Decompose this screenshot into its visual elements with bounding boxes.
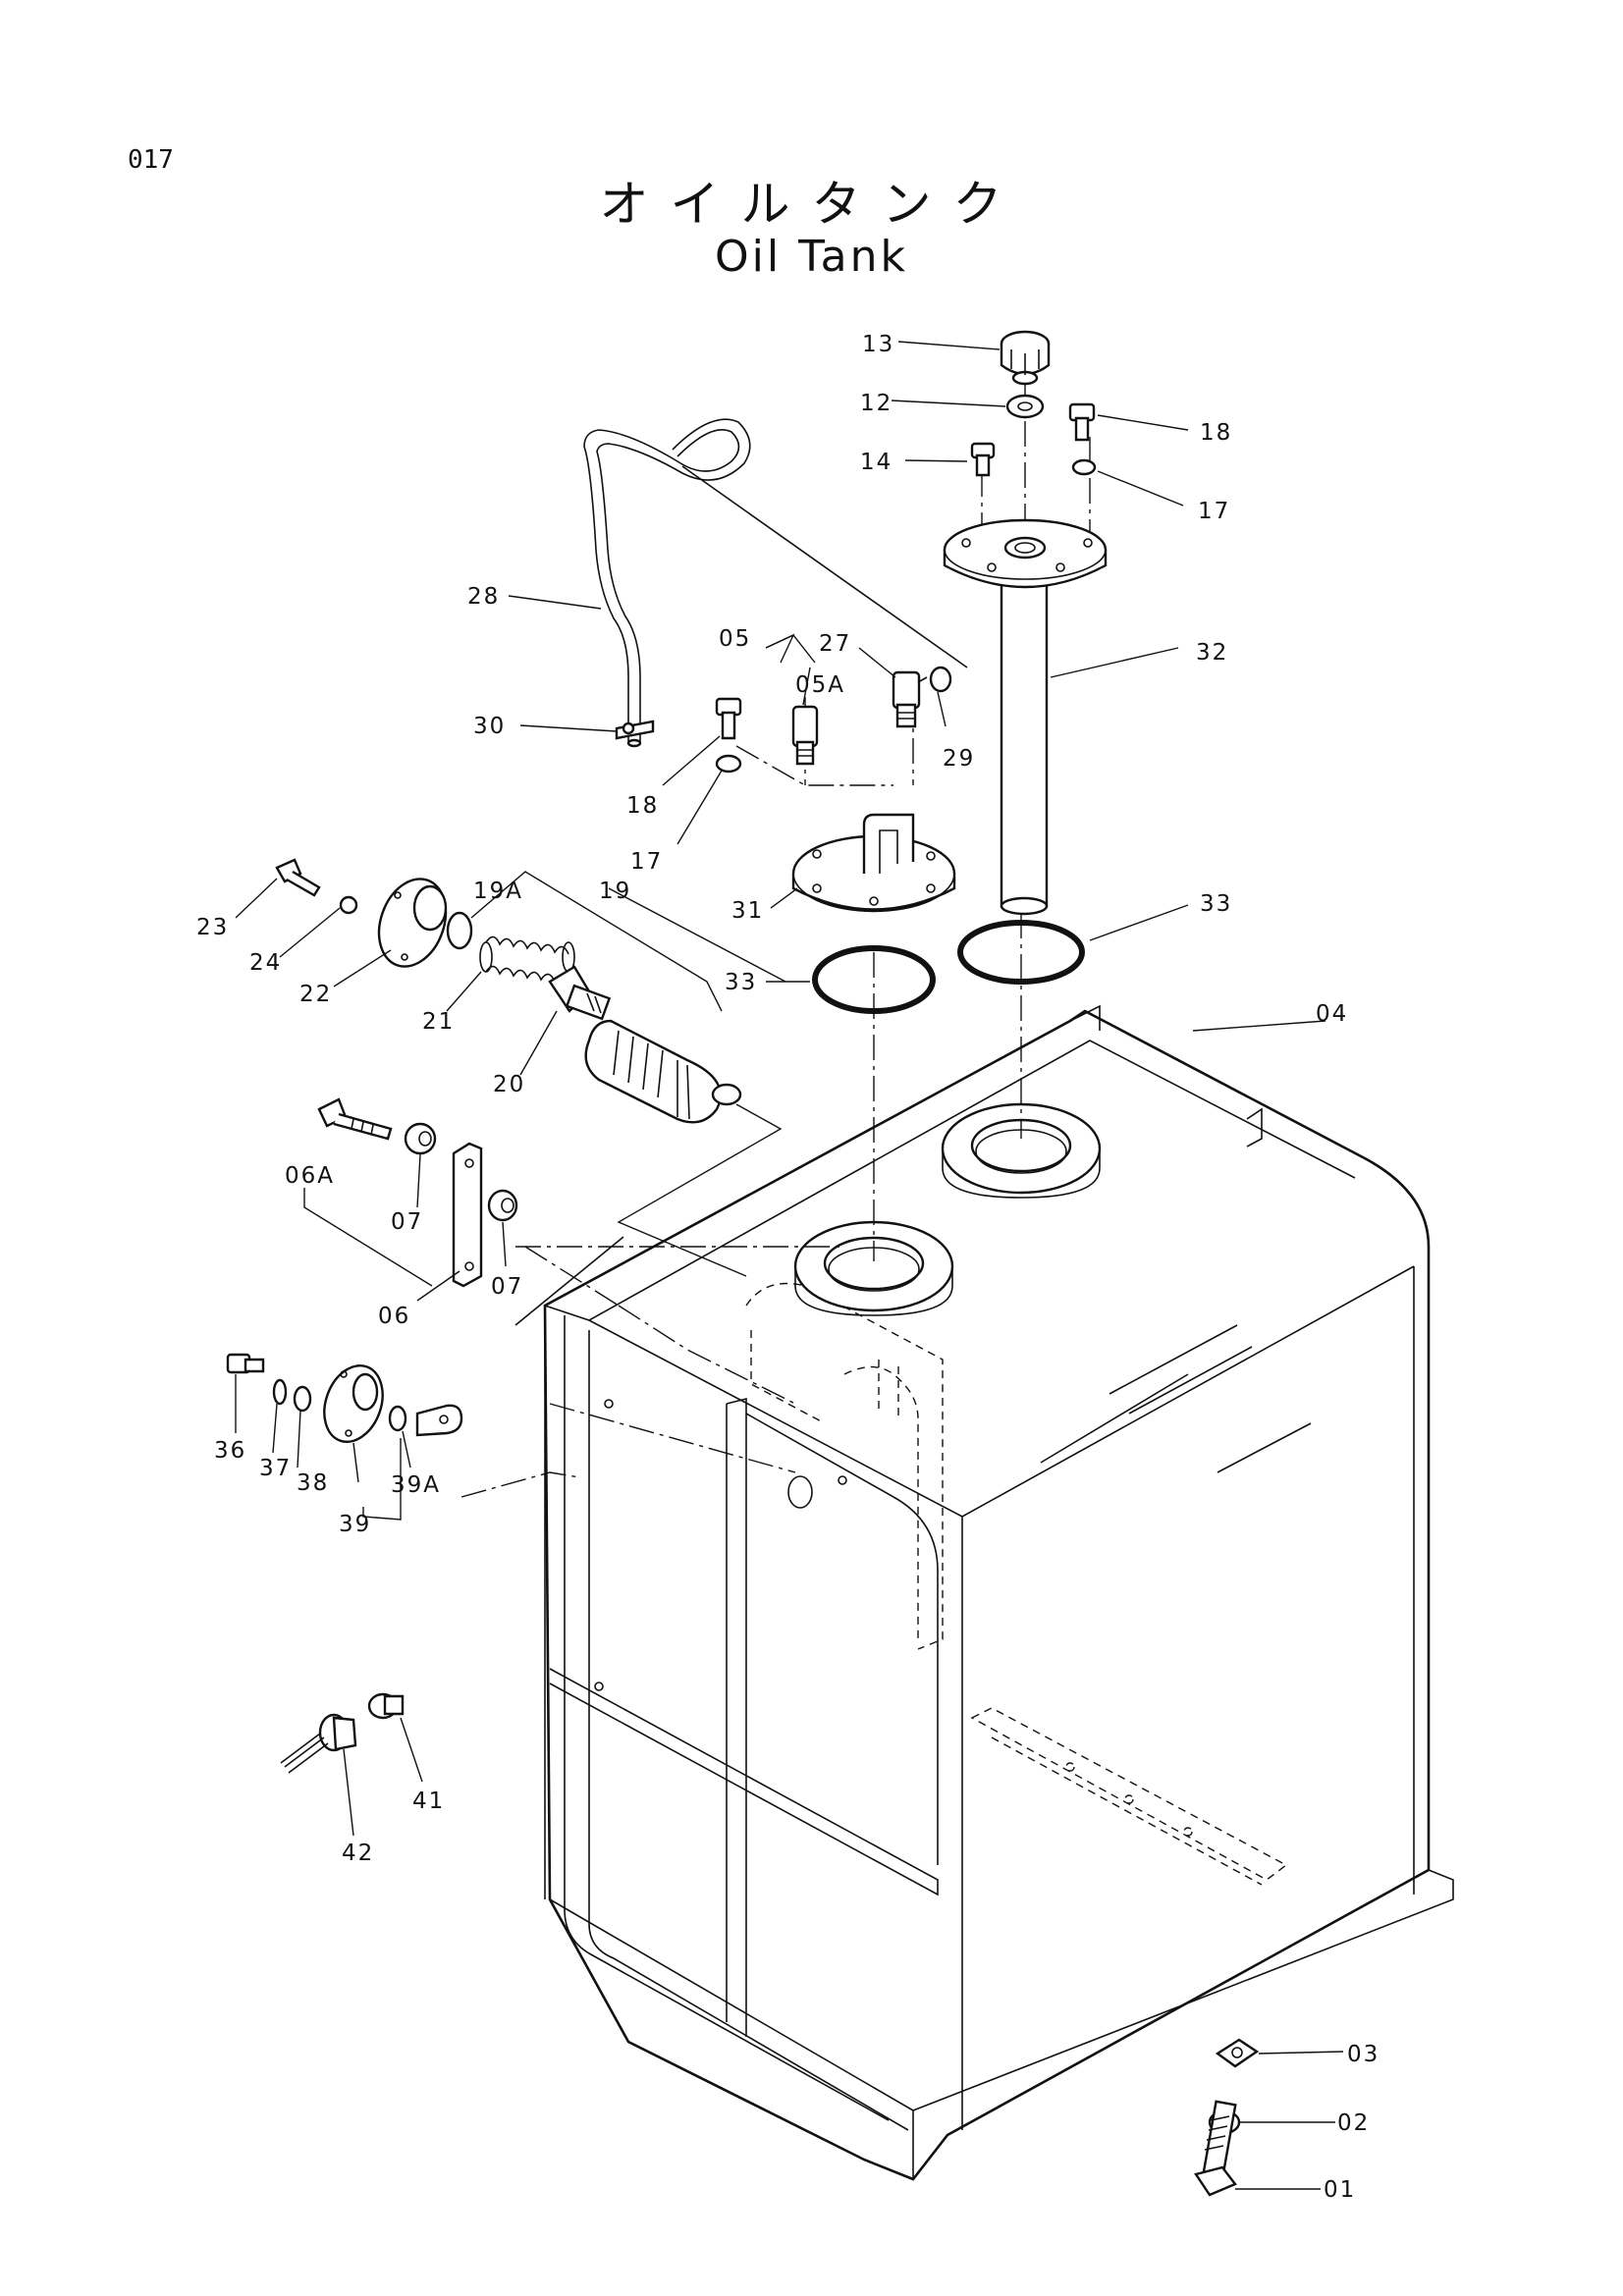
label-24: 24 bbox=[249, 950, 282, 976]
part-24-washer bbox=[341, 897, 356, 913]
part-23-bolt bbox=[277, 860, 319, 895]
label-17-lower: 17 bbox=[630, 849, 663, 875]
part-18-bolt-upper bbox=[1070, 404, 1094, 440]
label-06a: 06A bbox=[285, 1163, 335, 1189]
title-english: Oil Tank bbox=[715, 232, 908, 282]
label-29: 29 bbox=[943, 746, 975, 772]
label-07-right: 07 bbox=[491, 1274, 523, 1300]
label-38: 38 bbox=[297, 1470, 329, 1496]
part-03-plate bbox=[1217, 2040, 1257, 2066]
part-07-nut-left bbox=[406, 1124, 435, 1153]
label-27: 27 bbox=[819, 631, 851, 657]
part-31-cover-plate bbox=[793, 815, 954, 911]
label-21: 21 bbox=[422, 1009, 455, 1035]
part-42-temperature-sensor bbox=[281, 1715, 355, 1773]
label-18-upper: 18 bbox=[1200, 420, 1232, 446]
part-33-o-ring-front bbox=[815, 948, 933, 1011]
label-37: 37 bbox=[259, 1456, 292, 1481]
label-22: 22 bbox=[299, 982, 332, 1007]
part-12-washer bbox=[1007, 396, 1043, 417]
label-33-front: 33 bbox=[725, 970, 757, 995]
label-04: 04 bbox=[1316, 1001, 1348, 1027]
label-39a: 39A bbox=[391, 1472, 441, 1498]
tank-flange-front bbox=[795, 1222, 952, 1315]
label-30: 30 bbox=[473, 714, 506, 739]
label-36: 36 bbox=[214, 1438, 246, 1464]
page-number: 017 bbox=[128, 145, 174, 175]
label-05: 05 bbox=[719, 626, 751, 652]
part-38-washer bbox=[295, 1387, 310, 1411]
assembly-center-lines bbox=[461, 339, 1090, 1497]
part-19-filter-element bbox=[586, 1021, 740, 1122]
label-20: 20 bbox=[493, 1072, 525, 1097]
part-30-clamp bbox=[617, 721, 653, 738]
leader-lines bbox=[236, 342, 1343, 2189]
label-33-rear: 33 bbox=[1200, 891, 1232, 917]
label-19: 19 bbox=[599, 879, 631, 904]
part-07-nut-right bbox=[489, 1191, 516, 1220]
label-02: 02 bbox=[1337, 2110, 1370, 2136]
label-13: 13 bbox=[862, 332, 894, 357]
oil-tank-body bbox=[545, 1006, 1453, 2179]
label-03: 03 bbox=[1347, 2042, 1380, 2067]
part-41-plug bbox=[369, 1694, 403, 1718]
label-12: 12 bbox=[860, 391, 893, 416]
part-17-washer-upper bbox=[1073, 460, 1095, 474]
part-28-hose-pipe bbox=[584, 419, 750, 746]
label-32: 32 bbox=[1196, 640, 1228, 666]
label-17-upper: 17 bbox=[1198, 499, 1230, 524]
callout-labels: 13 12 18 14 17 32 28 05 27 05A 29 30 18 … bbox=[196, 332, 1380, 2203]
label-05a: 05A bbox=[795, 672, 845, 698]
label-42: 42 bbox=[342, 1841, 374, 1866]
tank-flange-rear bbox=[943, 1104, 1100, 1198]
part-27-sensor bbox=[893, 672, 919, 726]
part-18-bolt-lower bbox=[717, 699, 740, 738]
label-41: 41 bbox=[412, 1789, 445, 1814]
part-32-suction-pipe bbox=[945, 520, 1106, 914]
hose-routing-line bbox=[682, 466, 967, 667]
label-39: 39 bbox=[339, 1512, 371, 1537]
part-19a-o-ring bbox=[448, 913, 471, 948]
part-14-bolt bbox=[972, 444, 994, 475]
part-05a-sensor bbox=[793, 707, 817, 764]
part-06-bracket bbox=[454, 1144, 481, 1286]
label-01: 01 bbox=[1324, 2177, 1356, 2203]
label-07-left: 07 bbox=[391, 1209, 423, 1235]
part-36-bolt bbox=[228, 1355, 263, 1372]
part-29-clamp bbox=[918, 667, 950, 691]
part-13-breather-cap bbox=[1001, 332, 1049, 384]
part-20-valve bbox=[550, 967, 610, 1019]
part-37-washer bbox=[274, 1380, 286, 1404]
part-39-flange bbox=[314, 1358, 393, 1450]
label-28: 28 bbox=[467, 584, 500, 610]
part-22-flange bbox=[367, 870, 458, 976]
part-17-washer-lower bbox=[717, 756, 740, 772]
label-18-lower: 18 bbox=[626, 793, 659, 819]
part-33-o-ring-rear bbox=[960, 923, 1082, 982]
label-19a: 19A bbox=[473, 879, 523, 904]
part-01-bolt bbox=[1196, 2102, 1235, 2195]
label-23: 23 bbox=[196, 915, 229, 940]
title-japanese: オイルタンク bbox=[599, 176, 1024, 233]
label-06: 06 bbox=[378, 1304, 410, 1329]
part-06a-bolt bbox=[319, 1099, 391, 1139]
part-39a-gasket bbox=[390, 1406, 461, 1435]
label-31: 31 bbox=[731, 898, 764, 924]
label-14: 14 bbox=[860, 450, 893, 475]
